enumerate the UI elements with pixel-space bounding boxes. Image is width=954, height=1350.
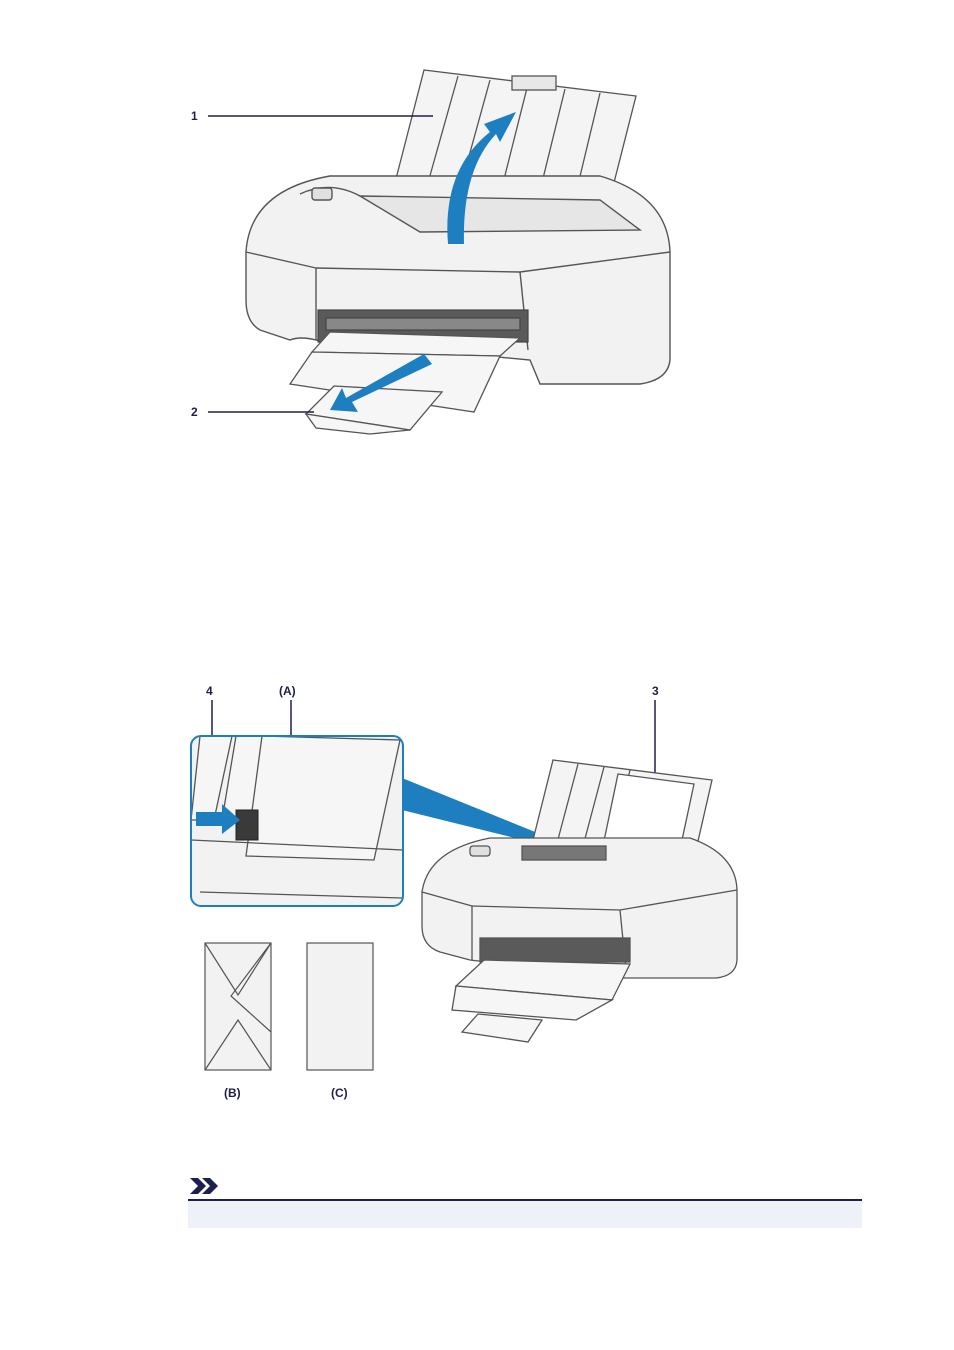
callout-B: (B) [224, 1086, 241, 1100]
printer-figure-bottom: 4 (A) 3 [0, 670, 954, 1130]
callout-4: 4 [206, 684, 213, 698]
printer-small [422, 760, 737, 1042]
envelope-flap-icon [205, 943, 271, 1070]
callout-3: 3 [652, 684, 659, 698]
output-tray [290, 332, 520, 434]
envelope-plain-icon [307, 943, 373, 1070]
callout-C: (C) [331, 1086, 348, 1100]
callout-2: 2 [191, 405, 198, 419]
note-box [188, 1201, 862, 1228]
detail-inset [191, 736, 403, 906]
double-chevron-note-icon [188, 1176, 228, 1196]
callout-A: (A) [279, 684, 296, 698]
printer-figure-top: 1 2 [0, 0, 954, 460]
callout-1: 1 [191, 109, 198, 123]
